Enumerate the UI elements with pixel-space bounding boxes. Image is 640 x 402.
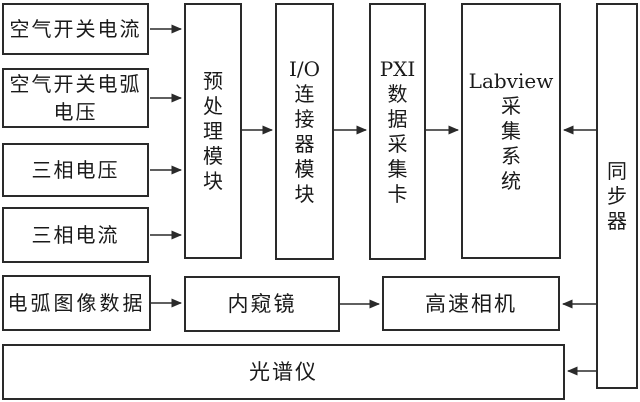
node-labview-system: Labview 采 集 系 统 <box>461 3 561 259</box>
node-spectrometer: 光谱仪 <box>2 344 565 400</box>
node-synchronizer: 同 步 器 <box>596 3 638 389</box>
node-air-switch-arc-voltage: 空气开关电弧 电压 <box>2 68 149 128</box>
node-three-phase-voltage: 三相电压 <box>2 143 149 197</box>
node-pxi-daq-card: PXI 数 据 采 集 卡 <box>369 3 426 260</box>
node-air-switch-current: 空气开关电流 <box>2 3 149 55</box>
node-io-connector-module: I/O 连 接 器 模 块 <box>275 3 334 260</box>
node-three-phase-current: 三相电流 <box>2 207 149 263</box>
node-high-speed-camera: 高速相机 <box>382 276 560 331</box>
node-arc-image-data: 电弧图像数据 <box>2 275 151 331</box>
node-preprocess-module: 预 处 理 模 块 <box>184 3 242 259</box>
node-endoscope: 内窥镜 <box>184 276 340 332</box>
